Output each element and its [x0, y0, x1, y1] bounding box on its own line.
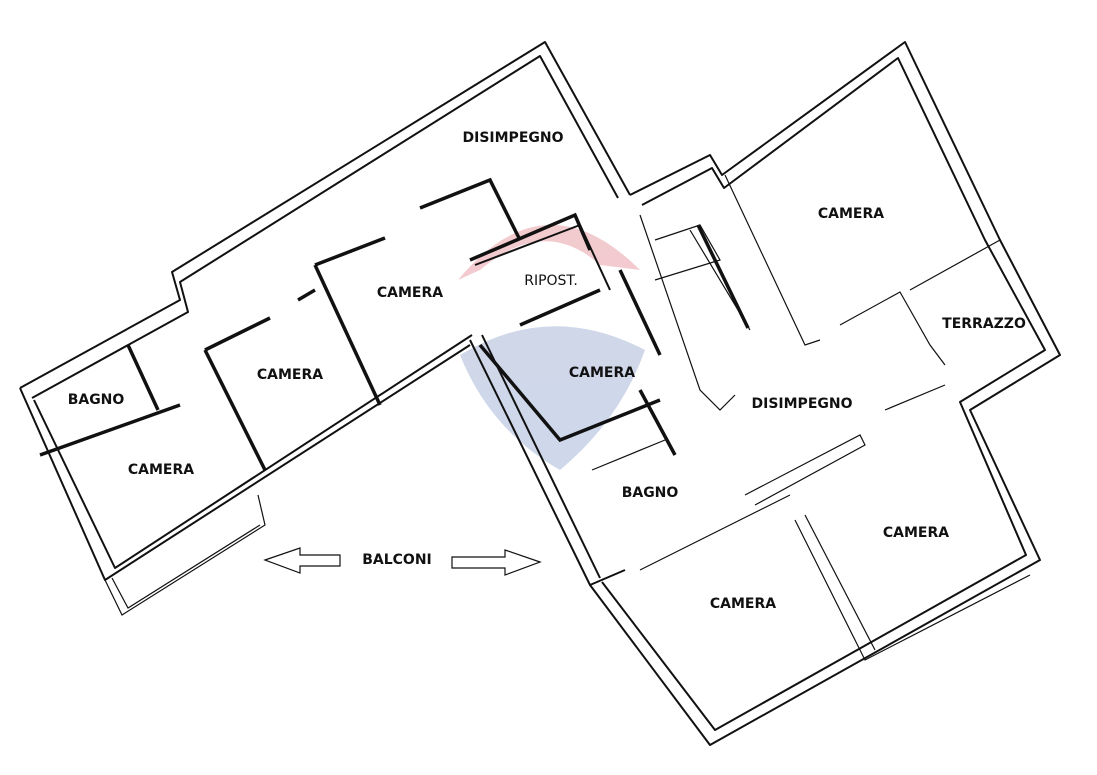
room-label-camera: CAMERA	[127, 462, 195, 478]
room-label-disimpegno-right: DISIMPEGNO	[751, 396, 853, 412]
room-label-camera: CAMERA	[568, 365, 636, 381]
balconi-arrow-right	[451, 549, 542, 576]
room-label-camera: CAMERA	[709, 596, 777, 612]
room-label-bagno-left: BAGNO	[67, 392, 125, 408]
left-wing-walls	[19, 41, 677, 616]
room-label-camera: CAMERA	[882, 525, 950, 541]
room-label-ripostiglio: RIPOST.	[524, 273, 578, 289]
right-wing-walls	[589, 41, 1061, 746]
room-label-camera: CAMERA	[376, 285, 444, 301]
balconi-label: BALCONI	[362, 552, 432, 568]
room-label-camera: CAMERA	[817, 206, 885, 222]
room-label-camera: CAMERA	[256, 367, 324, 383]
room-label-terrazzo: TERRAZZO	[942, 316, 1026, 332]
room-label-disimpegno-left: DISIMPEGNO	[462, 130, 564, 146]
balconi-arrow-left	[263, 547, 341, 574]
remax-watermark-logo	[458, 224, 645, 470]
room-label-bagno-right: BAGNO	[621, 485, 679, 501]
